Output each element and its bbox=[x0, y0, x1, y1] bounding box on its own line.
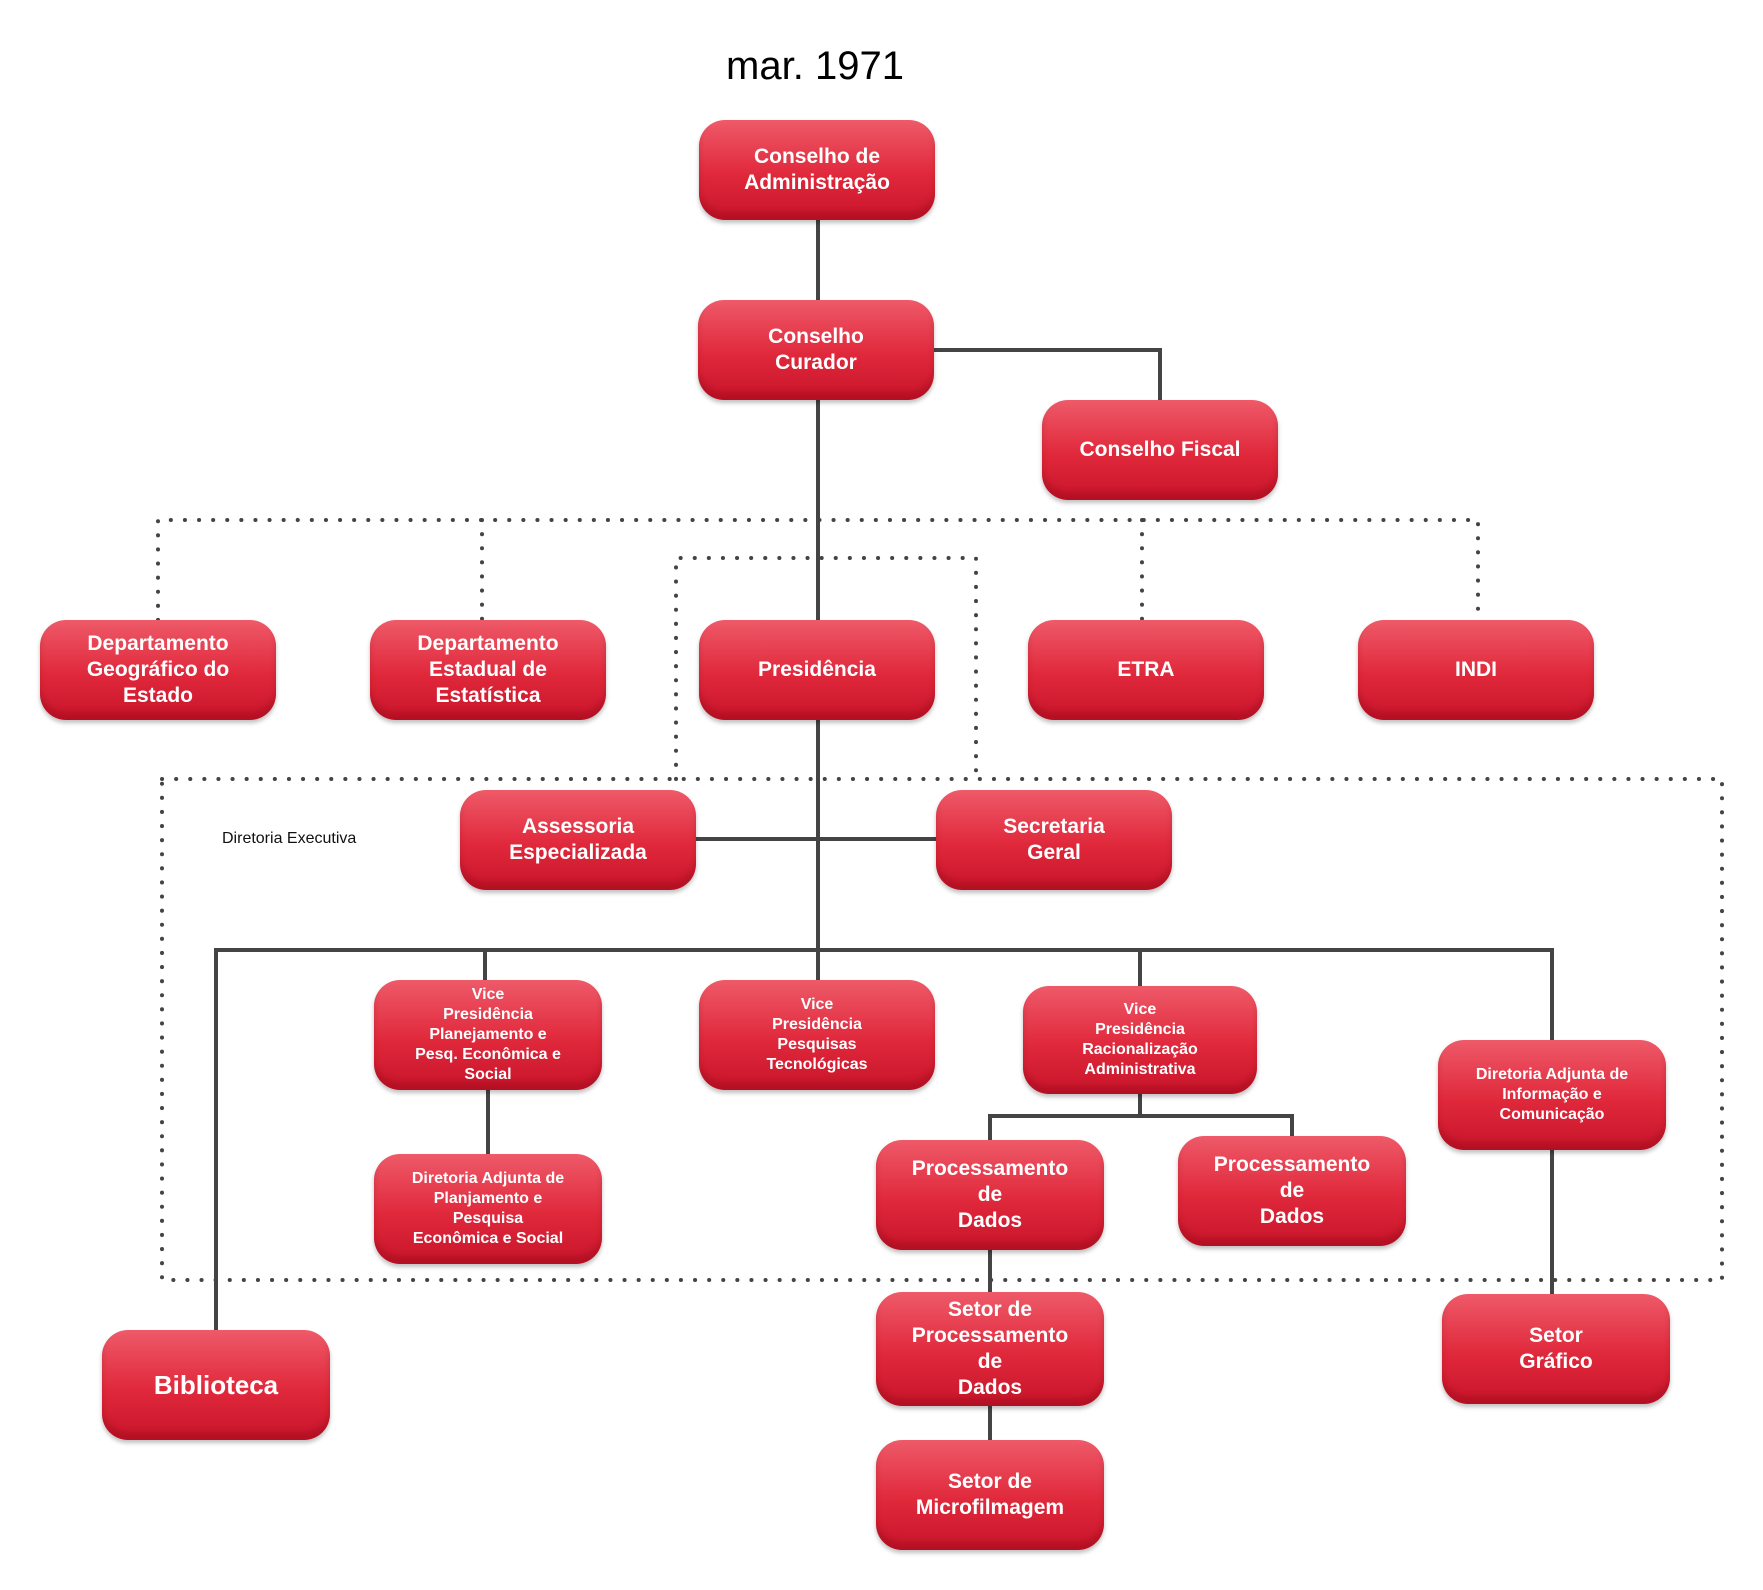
node-conselho-curador: Conselho Curador bbox=[698, 300, 934, 400]
node-label: Processamento de Dados bbox=[911, 1156, 1069, 1233]
node-label: Setor de Processamento de Dados bbox=[911, 1297, 1069, 1400]
node-assessoria: Assessoria Especializada bbox=[460, 790, 696, 890]
node-vp-pesquisas: Vice Presidência Pesquisas Tecnológicas bbox=[699, 980, 935, 1090]
node-presidencia: Presidência bbox=[699, 620, 935, 720]
node-label: Conselho Fiscal bbox=[1079, 437, 1241, 461]
node-proc-dados-1: Processamento de Dados bbox=[876, 1140, 1104, 1250]
node-label: Diretoria Adjunta de Planjamento e Pesqu… bbox=[411, 1170, 565, 1247]
node-label: Setor de Microfilmagem bbox=[915, 1469, 1065, 1519]
node-label: INDI bbox=[1455, 657, 1497, 681]
node-da-informacao: Diretoria Adjunta de Informação e Comuni… bbox=[1438, 1040, 1666, 1150]
node-label: Departamento Geográfico do Estado bbox=[86, 631, 230, 708]
node-biblioteca: Biblioteca bbox=[102, 1330, 330, 1440]
node-label: Secretaria Geral bbox=[1003, 814, 1105, 864]
node-label: Vice Presidência Planejamento e Pesq. Ec… bbox=[415, 986, 561, 1083]
node-label: ETRA bbox=[1117, 657, 1175, 681]
node-label: Vice Presidência Racionalização Administ… bbox=[1082, 1001, 1198, 1078]
node-label: Assessoria Especializada bbox=[509, 814, 647, 864]
node-da-planejamento: Diretoria Adjunta de Planjamento e Pesqu… bbox=[374, 1154, 602, 1264]
node-indi: INDI bbox=[1358, 620, 1594, 720]
node-dep-estatistica: Departamento Estadual de Estatística bbox=[370, 620, 606, 720]
node-label: Setor Gráfico bbox=[1519, 1323, 1593, 1373]
node-setor-grafico: Setor Gráfico bbox=[1442, 1294, 1670, 1404]
node-etra: ETRA bbox=[1028, 620, 1264, 720]
node-label: Biblioteca bbox=[153, 1369, 279, 1400]
node-conselho-administracao: Conselho de Administração bbox=[699, 120, 935, 220]
node-conselho-fiscal: Conselho Fiscal bbox=[1042, 400, 1278, 500]
node-setor-proc-dados: Setor de Processamento de Dados bbox=[876, 1292, 1104, 1406]
node-label: Conselho Curador bbox=[768, 324, 864, 374]
line-curador-fiscal bbox=[931, 348, 1162, 404]
node-proc-dados-2: Processamento de Dados bbox=[1178, 1136, 1406, 1246]
node-vp-racionalizacao: Vice Presidência Racionalização Administ… bbox=[1023, 986, 1257, 1094]
node-setor-microfilmagem: Setor de Microfilmagem bbox=[876, 1440, 1104, 1550]
dotted-top-bus bbox=[156, 518, 1480, 622]
node-secretaria: Secretaria Geral bbox=[936, 790, 1172, 890]
node-label: Departamento Estadual de Estatística bbox=[417, 631, 559, 708]
diretoria-executiva-label: Diretoria Executiva bbox=[222, 830, 357, 847]
node-label: Vice Presidência Pesquisas Tecnológicas bbox=[766, 996, 868, 1073]
node-label: Presidência bbox=[758, 657, 876, 681]
node-vp-planejamento: Vice Presidência Planejamento e Pesq. Ec… bbox=[374, 980, 602, 1090]
node-dep-geografico: Departamento Geográfico do Estado bbox=[40, 620, 276, 720]
solid-connectors bbox=[214, 218, 1554, 1444]
dotted-connectors bbox=[156, 518, 1724, 1282]
node-label: Conselho de Administração bbox=[744, 144, 890, 194]
node-label: Diretoria Adjunta de Informação e Comuni… bbox=[1475, 1066, 1629, 1123]
node-label: Processamento de Dados bbox=[1213, 1152, 1371, 1229]
diagram-title: mar. 1971 bbox=[726, 44, 904, 88]
line-distribution-bus bbox=[214, 948, 1554, 1334]
